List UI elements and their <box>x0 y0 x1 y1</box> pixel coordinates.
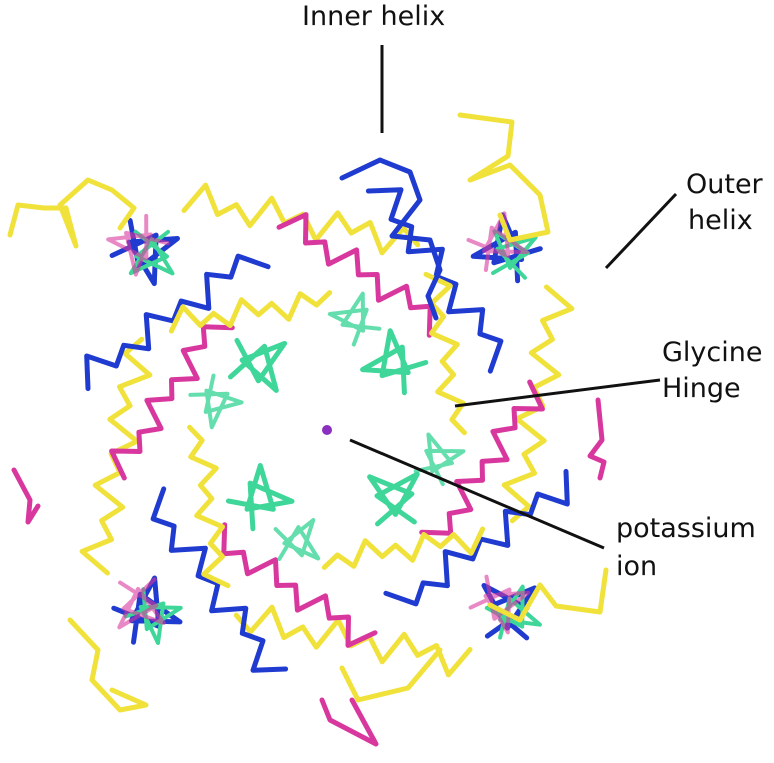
pore-loop-green-1 <box>413 432 466 487</box>
tail-yellow-sw <box>67 617 149 713</box>
pore-helix-green-2 <box>225 463 295 532</box>
label-glycine-hinge-1: Glycine <box>662 337 763 368</box>
leader-outer-helix <box>604 192 678 270</box>
potassium-ion-marker <box>322 425 332 435</box>
helix-magenta-2-1 <box>221 522 378 648</box>
label-glycine-hinge-2: Hinge <box>662 373 741 404</box>
helix-magenta-3-1 <box>109 324 235 481</box>
inner-helix-blue-top <box>339 157 443 321</box>
pore-helix-green-0 <box>360 328 429 396</box>
outer-bundle-magenta-0 <box>466 211 529 272</box>
helix-blue-1-2 <box>383 468 570 607</box>
leader-potassium-ion <box>349 438 605 550</box>
tail-magenta-w <box>11 467 41 525</box>
tail-yellow-ne <box>457 112 551 243</box>
tail-yellow-nw <box>7 177 137 249</box>
label-outer-helix-2: helix <box>688 205 753 236</box>
tail-magenta-e <box>587 397 607 481</box>
outer-bundle-magenta-1 <box>468 574 531 635</box>
pore-loop-green-3 <box>188 373 244 430</box>
outer-bundle-green-2 <box>123 587 183 645</box>
helix-blue-2-2 <box>150 486 289 673</box>
outer-bundle-magenta-2 <box>117 577 166 630</box>
leader-glycine-hinge <box>454 378 661 408</box>
tail-yellow-s <box>339 647 443 703</box>
helix-magenta-1-1 <box>419 379 545 536</box>
outer-bundle-blue-0 <box>470 212 543 284</box>
label-outer-helix-1: Outer <box>686 169 763 200</box>
label-potassium-2: ion <box>616 551 658 582</box>
helix-yellow-1-3 <box>321 526 486 570</box>
label-potassium-1: potassium <box>616 513 756 544</box>
pore-loop-green-2 <box>273 518 321 561</box>
helix-yellow-0-3 <box>423 271 467 436</box>
pore-helix-green-1 <box>367 471 420 527</box>
pore-loop-green-0 <box>327 291 382 347</box>
label-inner-helix: Inner helix <box>302 1 446 32</box>
helix-blue-3-2 <box>84 253 271 392</box>
outer-bundle-magenta-3 <box>106 213 170 277</box>
tail-yellow-se <box>487 567 609 623</box>
helix-magenta-0-1 <box>276 212 433 338</box>
tail-magenta-s <box>319 697 379 747</box>
helix-yellow-3-3 <box>168 290 333 334</box>
helix-yellow-2-3 <box>187 424 231 589</box>
pore-helix-green-3 <box>228 337 288 393</box>
